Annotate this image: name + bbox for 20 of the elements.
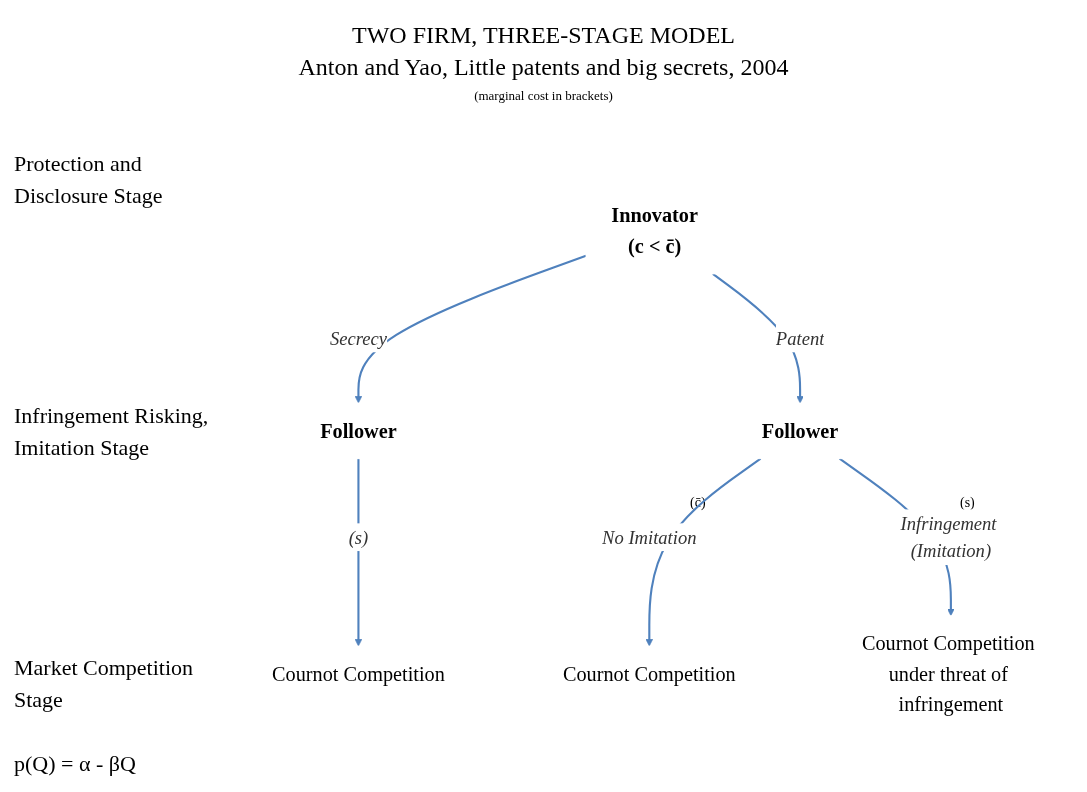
node-text: Cournot Competition bbox=[562, 662, 736, 685]
node-text: Follower bbox=[320, 419, 397, 442]
node-text: Cournot Competition bbox=[272, 662, 445, 685]
formula-label: p(Q) = α - βQ bbox=[14, 750, 137, 778]
stage-label: Infringement Risking, Imitation Stage bbox=[14, 402, 210, 462]
diagram-title: TWO FIRM, THREE-STAGE MODEL bbox=[351, 22, 736, 49]
cost-label: (s) bbox=[960, 495, 975, 511]
subtitle: Anton and Yao, Little patents and big secrets, 2004 bbox=[297, 54, 790, 81]
edge-label: Secrecy bbox=[329, 327, 387, 350]
arrow bbox=[354, 254, 587, 404]
stage-label: Market Competition Stage bbox=[14, 654, 195, 714]
node-text: Cournot Competition under threat of infringement bbox=[861, 632, 1035, 716]
edge-label: No Imitation bbox=[602, 526, 697, 548]
subtitle-note: (marginal cost in brackets) bbox=[473, 88, 614, 104]
edge-label: Infringement (Imitation) bbox=[900, 512, 997, 562]
edge-label: (s) bbox=[348, 526, 369, 548]
stage-label: Protection and Disclosure Stage bbox=[14, 150, 164, 210]
node-text: Innovator (c < c̄) bbox=[611, 204, 698, 258]
edge-label: Patent bbox=[775, 327, 825, 350]
node-text: Follower bbox=[761, 419, 839, 442]
